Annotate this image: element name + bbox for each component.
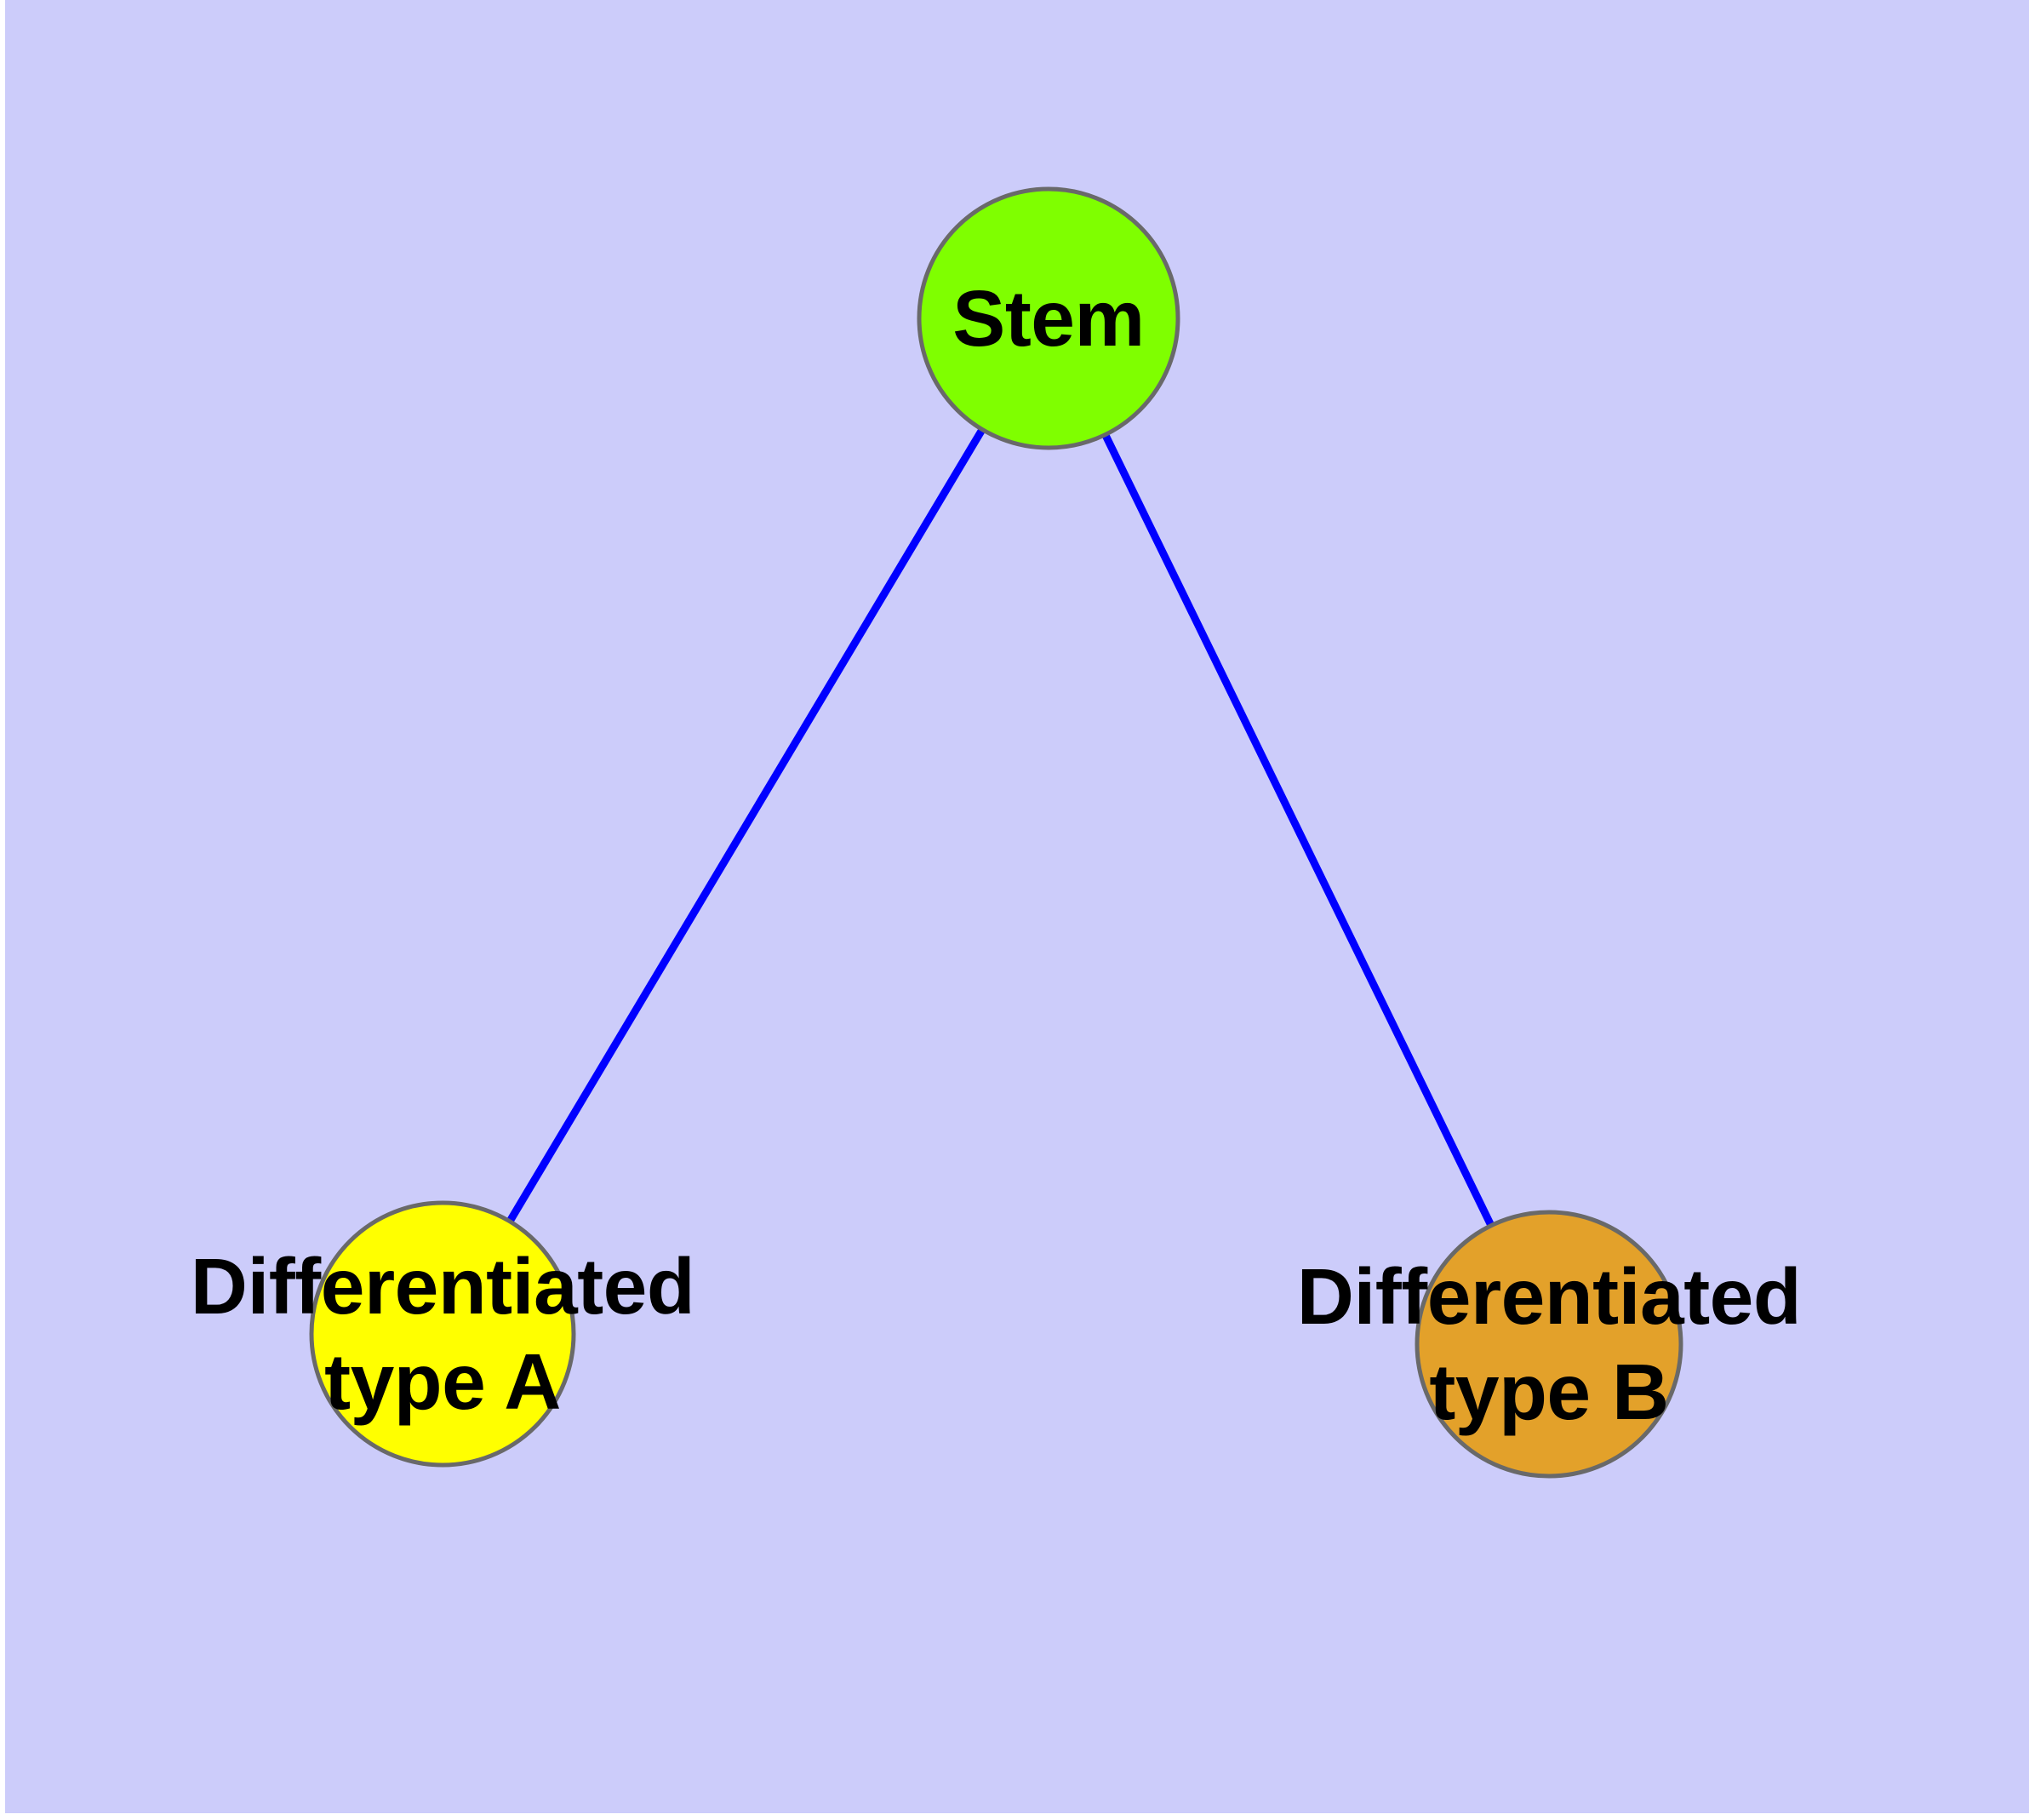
edges-group [506, 427, 1495, 1228]
node-stem[interactable] [917, 186, 1180, 450]
edge-stem-diff-b[interactable] [1101, 432, 1495, 1228]
node-diff-b[interactable] [1415, 1210, 1683, 1479]
node-diff-a[interactable] [309, 1200, 576, 1468]
edge-stem-diff-a[interactable] [506, 427, 986, 1224]
nodes-group [309, 186, 1683, 1479]
